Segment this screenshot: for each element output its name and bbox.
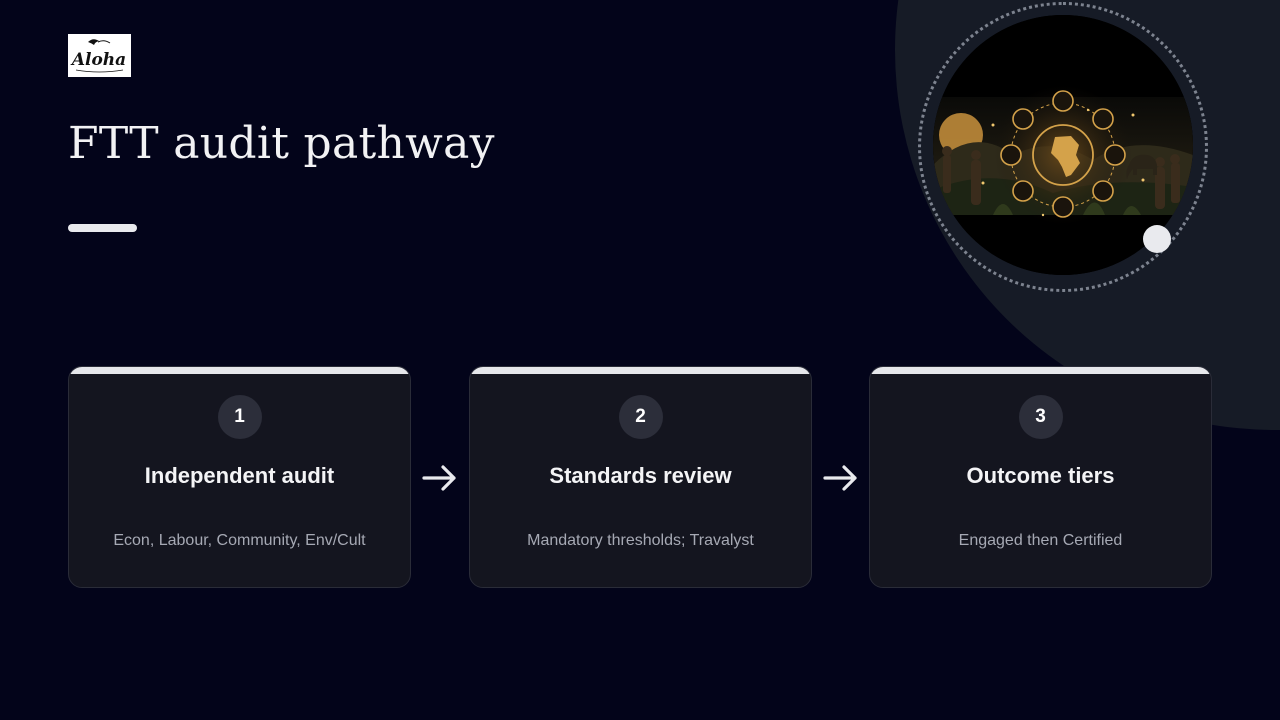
decorative-dot <box>1143 225 1171 253</box>
card-accent-bar <box>870 367 1211 374</box>
step-title: Outcome tiers <box>966 463 1115 488</box>
step-description: Engaged then Certified <box>958 532 1123 549</box>
bird-logo-icon <box>88 39 111 45</box>
company-logo: Aloha <box>68 34 131 77</box>
page-title: FTT audit pathway <box>68 118 495 169</box>
dotted-ring <box>918 2 1208 292</box>
step-title: Standards review <box>549 463 732 488</box>
arrow-right-icon <box>421 462 459 494</box>
step-number-badge: 1 <box>217 395 262 439</box>
step-card-2: 2 Standards review Mandatory thresholds;… <box>469 366 812 588</box>
step-title: Independent audit <box>144 463 335 488</box>
step-description: Econ, Labour, Community, Env/Cult <box>113 532 366 549</box>
card-accent-bar <box>470 367 811 374</box>
card-accent-bar <box>69 367 410 374</box>
arrow-right-icon <box>822 462 860 494</box>
step-card-1: 1 Independent audit Econ, Labour, Commun… <box>68 366 411 588</box>
step-number-badge: 3 <box>1018 395 1063 439</box>
step-number-badge: 2 <box>618 395 663 439</box>
title-accent-bar <box>68 224 137 232</box>
step-description: Mandatory thresholds; Travalyst <box>527 532 754 549</box>
step-card-3: 3 Outcome tiers Engaged then Certified <box>869 366 1212 588</box>
logo-text: Aloha <box>70 50 126 70</box>
